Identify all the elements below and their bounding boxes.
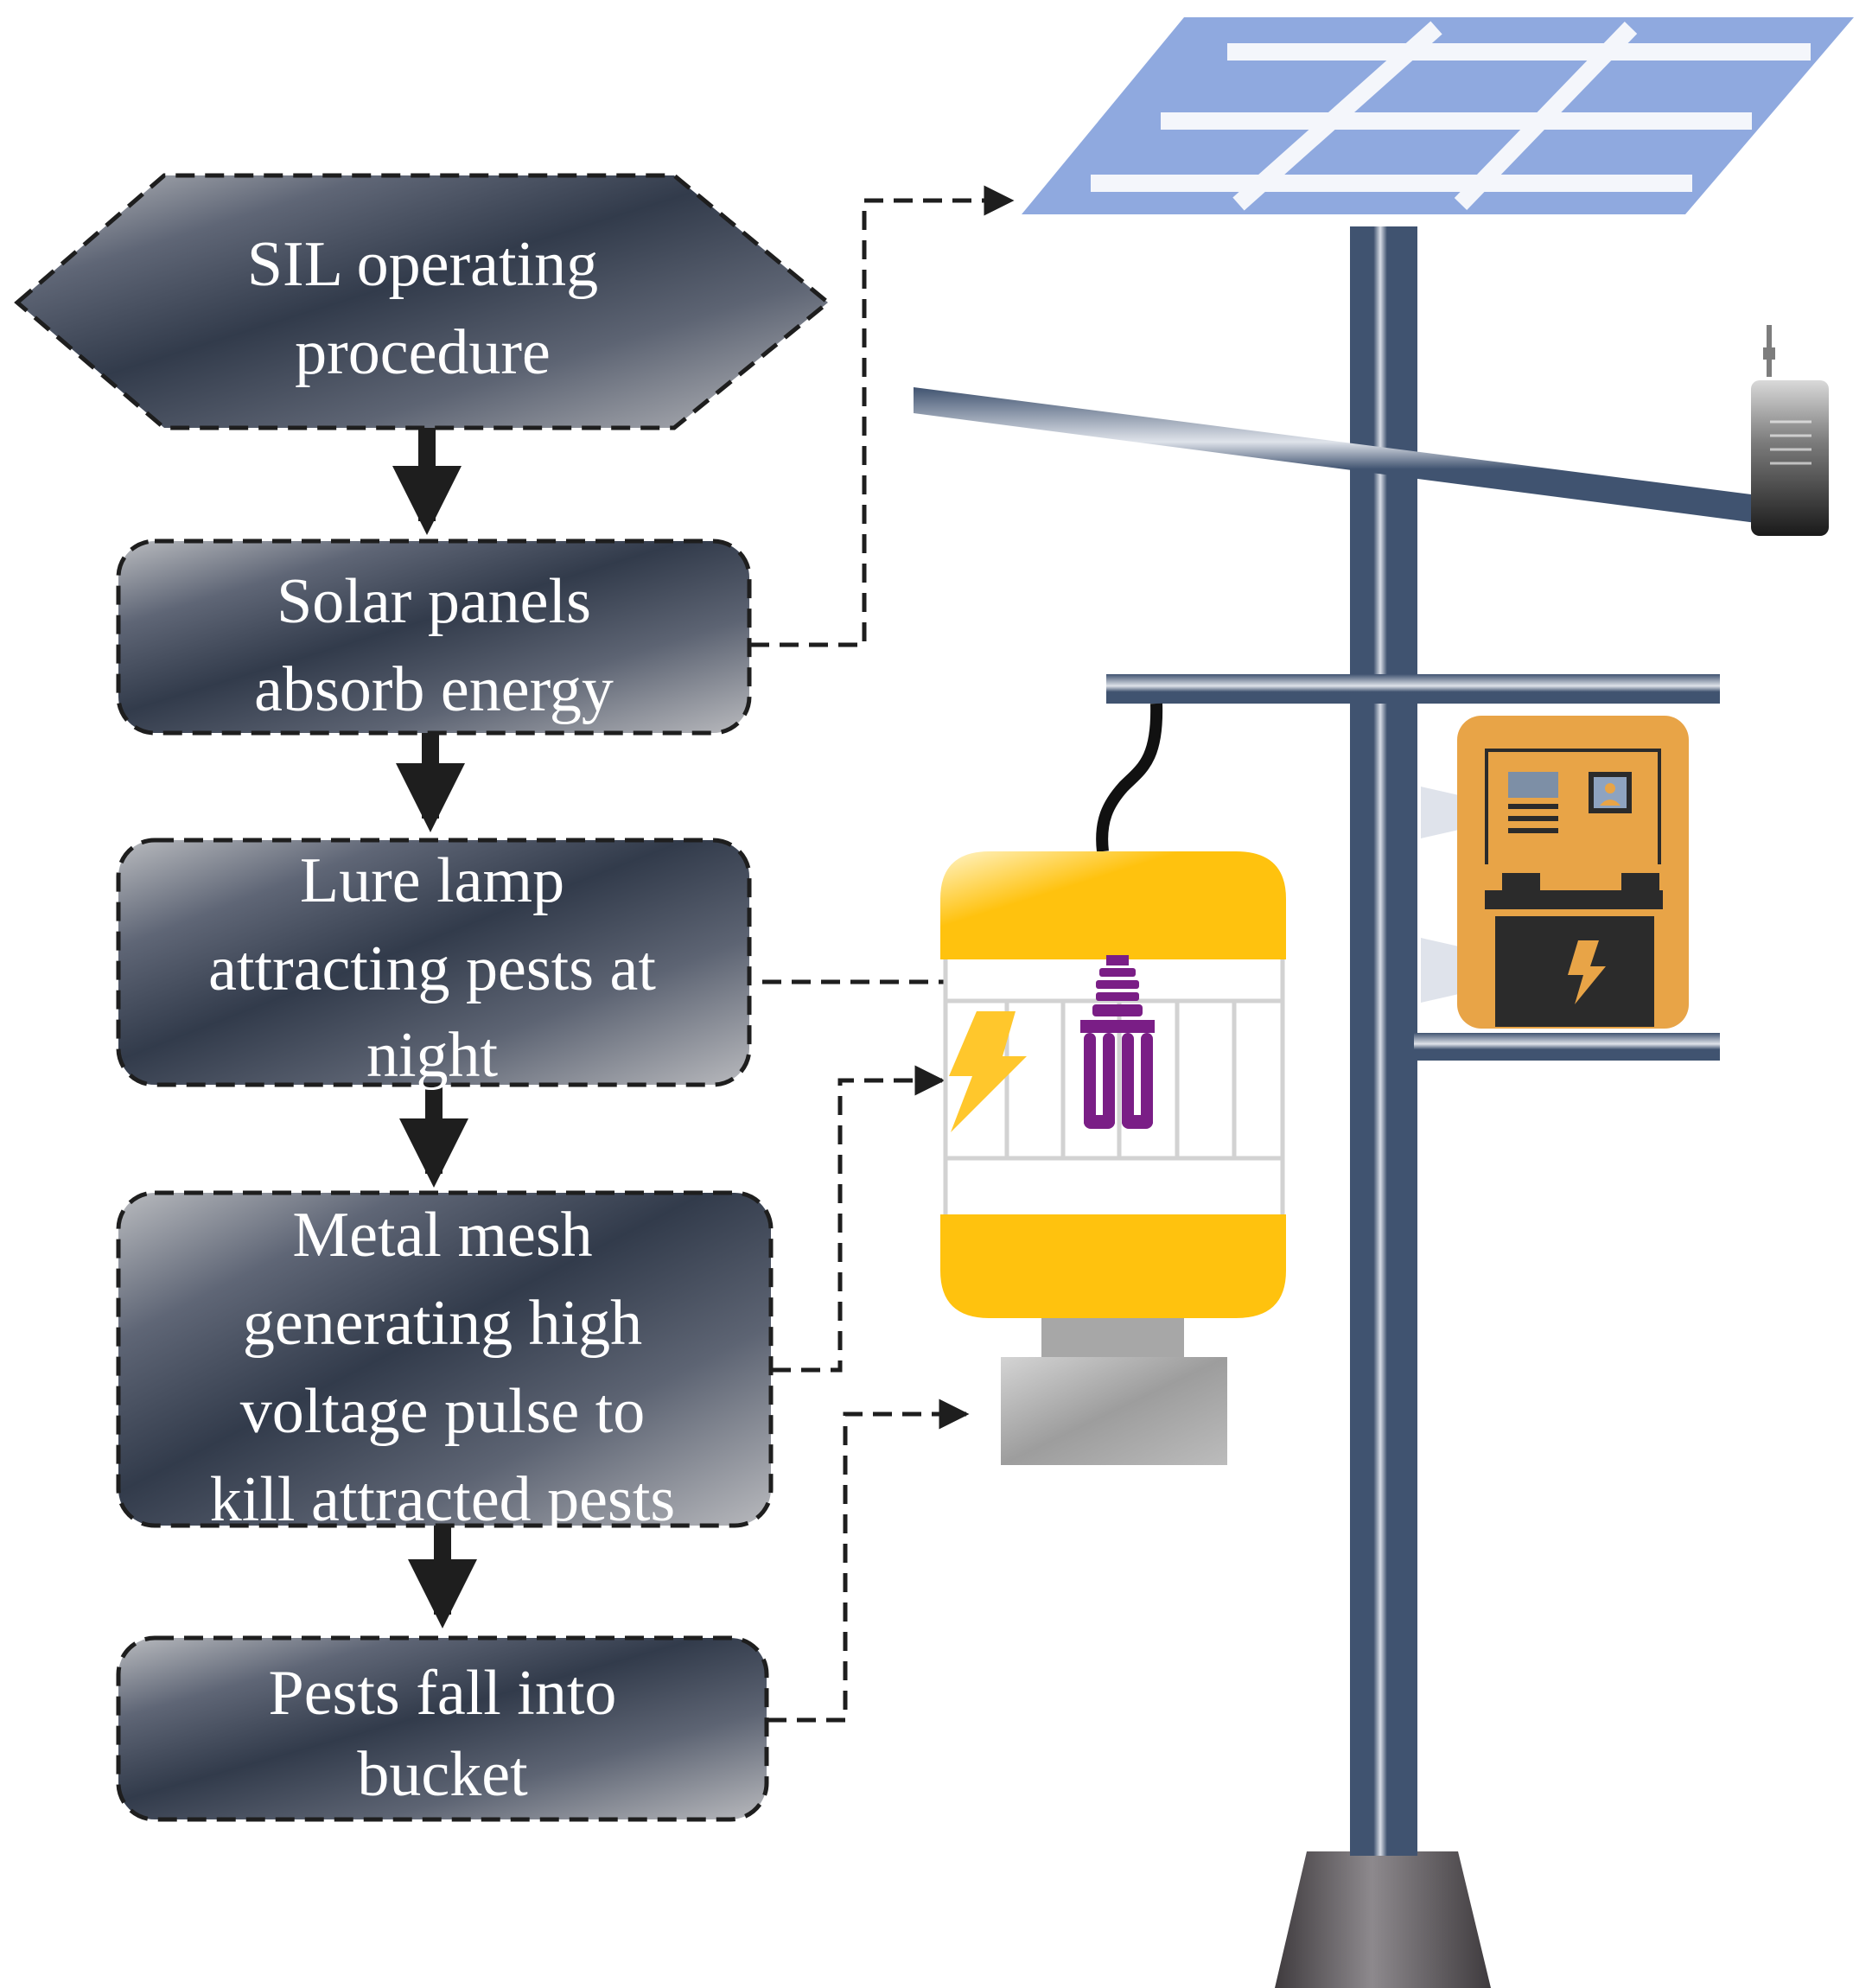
step-pests-fall-line-1: Pests fall into — [269, 1658, 617, 1729]
step-solar-panels: Solar panels absorb energy — [116, 538, 752, 736]
step-metal-mesh-line-4: kill attracted pests — [210, 1464, 675, 1535]
pole — [1350, 226, 1417, 1856]
start-node: SIL operating procedure — [14, 173, 831, 430]
step-lure-lamp-line-2: attracting pests at — [208, 933, 656, 1004]
lightning-icon — [949, 1011, 1027, 1132]
solar-insecticidal-lamp-illustration — [914, 17, 1854, 1988]
step-lure-lamp-line-3: night — [366, 1020, 499, 1091]
battery-icon — [1485, 873, 1663, 1027]
lamp-bottom-cap — [940, 1214, 1286, 1318]
start-node-line-1: SIL operating — [247, 229, 598, 300]
step-pests-fall: Pests fall into bucket — [116, 1635, 769, 1822]
collection-bucket — [1001, 1318, 1227, 1465]
crossbar — [914, 387, 1765, 524]
start-node-shape — [14, 173, 831, 430]
step-metal-mesh-line-2: generating high — [243, 1288, 642, 1359]
step-metal-mesh-line-1: Metal mesh — [292, 1200, 592, 1271]
lamp-hanger-bar — [1106, 674, 1720, 704]
flowchart: SIL operating procedure Solar panels abs… — [14, 173, 831, 1822]
start-node-line-2: procedure — [295, 317, 551, 388]
step-lure-lamp-line-1: Lure lamp — [300, 845, 564, 916]
flow-arrows — [392, 428, 477, 1628]
controller-box — [1421, 716, 1689, 1029]
step-solar-panels-box — [116, 538, 752, 736]
step-metal-mesh-line-3: voltage pulse to — [240, 1376, 646, 1447]
step-pests-fall-line-2: bucket — [357, 1739, 528, 1810]
leader-bucket-to-bucket — [767, 1399, 970, 1723]
leader-solar-to-panel — [750, 185, 1015, 647]
controller-shelf-bar — [1414, 1033, 1720, 1061]
lure-lamp — [940, 851, 1286, 1318]
step-metal-mesh-box — [116, 1190, 774, 1528]
step-solar-panels-line-1: Solar panels — [277, 566, 591, 637]
radio-transmitter-icon — [1751, 325, 1829, 536]
leader-mesh-to-grid — [772, 1065, 946, 1373]
step-pests-fall-box — [116, 1635, 769, 1822]
lamp-cable — [1096, 703, 1163, 852]
solar-panel — [1022, 17, 1854, 214]
step-metal-mesh: Metal mesh generating high voltage pulse… — [116, 1190, 774, 1535]
pole-base — [1275, 1851, 1491, 1988]
uv-bulb-icon — [1080, 955, 1155, 1129]
lamp-top-cap — [940, 851, 1286, 959]
step-lure-lamp: Lure lamp attracting pests at night — [116, 838, 752, 1091]
step-lure-lamp-box — [116, 838, 752, 1087]
step-solar-panels-line-2: absorb energy — [254, 654, 614, 725]
